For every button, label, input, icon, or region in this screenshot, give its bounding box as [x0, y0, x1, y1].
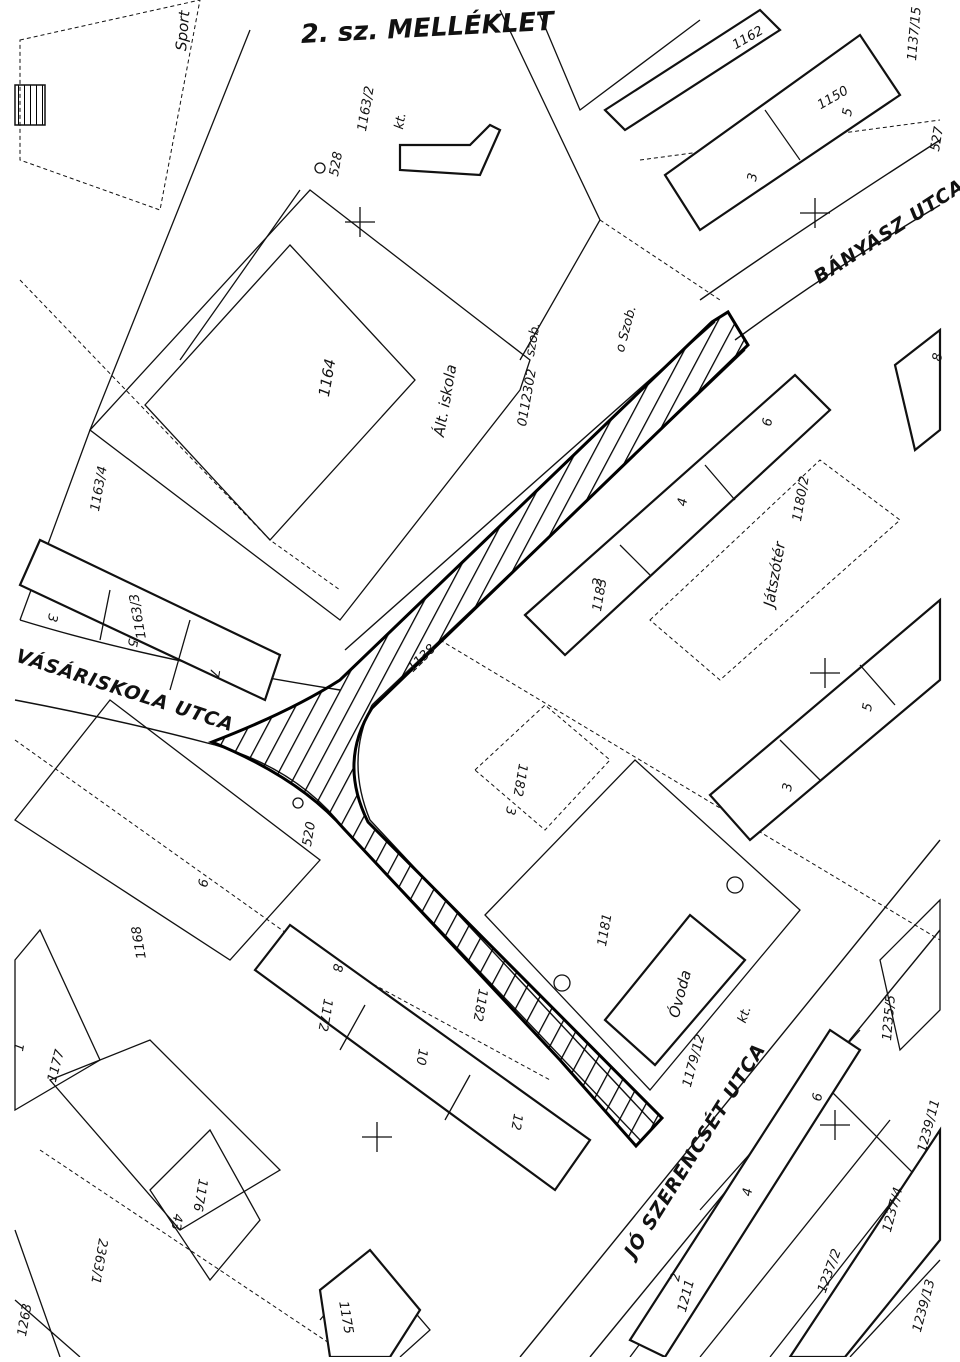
hatched-road-area — [207, 309, 750, 1149]
house-number: 43 — [167, 1212, 185, 1232]
house-number: 12 — [507, 1112, 525, 1132]
parcels — [14, 0, 941, 1358]
survey-marks — [292, 162, 850, 1152]
label-sport: Sport — [172, 9, 194, 52]
label-kt-a: kt. — [392, 111, 410, 131]
house-number: 10 — [412, 1047, 430, 1067]
buildings — [14, 8, 942, 1359]
